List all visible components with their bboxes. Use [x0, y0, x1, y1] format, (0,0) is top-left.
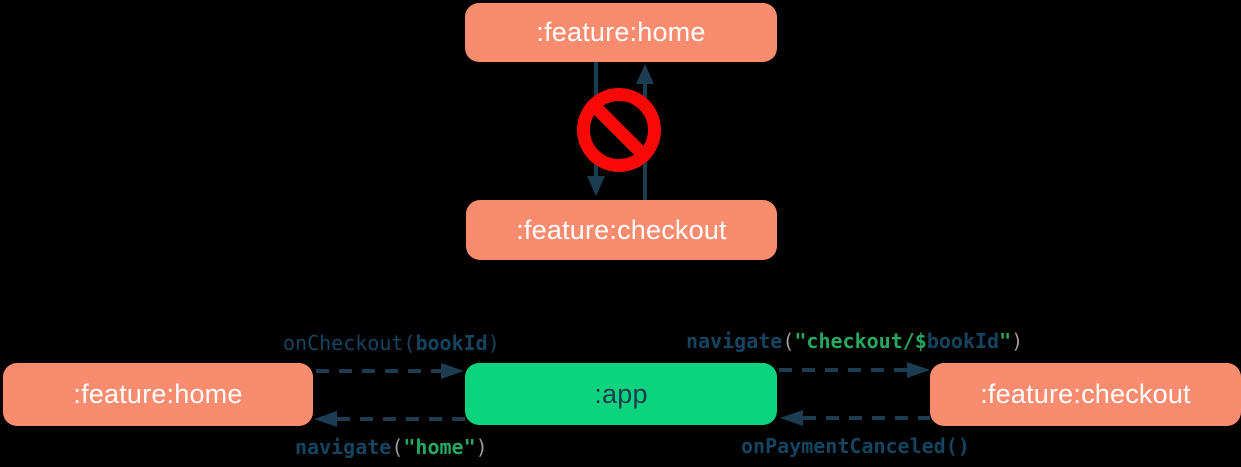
code-token: "checkout/$	[794, 329, 927, 353]
module-label: :feature:home	[73, 379, 243, 409]
label-checkout-to-app: onPaymentCanceled()	[741, 434, 970, 458]
arrow-app-to-home-line	[337, 417, 465, 421]
arrow-checkout-to-home-head	[636, 64, 654, 84]
label-app-to-checkout: navigate("checkout/$bookId")	[686, 329, 1023, 353]
code-token: )	[1011, 329, 1024, 353]
arrow-home-to-app-head	[441, 363, 464, 379]
code-token: navigate	[295, 435, 392, 459]
arrow-home-to-app-line	[316, 369, 441, 373]
arrow-home-to-checkout-head	[587, 176, 605, 196]
code-token: onCheckout(	[283, 331, 416, 355]
module-box-feature-home: :feature:home	[3, 363, 313, 426]
module-box-feature-checkout: :feature:checkout	[466, 200, 777, 260]
arrow-app-to-home-head	[314, 411, 337, 427]
label-home-to-app: onCheckout(bookId)	[283, 331, 500, 355]
module-box-feature-checkout: :feature:checkout	[930, 363, 1241, 426]
code-token: navigate	[686, 329, 783, 353]
module-box-app: :app	[465, 363, 777, 425]
code-token: bookId	[415, 331, 488, 355]
module-label: :feature:checkout	[980, 379, 1191, 409]
arrow-app-to-checkout-line	[779, 368, 907, 372]
code-token: (	[782, 329, 795, 353]
code-token: )	[475, 435, 488, 459]
module-label: :app	[594, 378, 648, 409]
code-token: bookId	[926, 329, 1000, 353]
label-app-to-home: navigate("home")	[295, 435, 488, 459]
code-token: (	[391, 435, 404, 459]
arrow-checkout-to-app-head	[780, 410, 803, 426]
module-label: :feature:checkout	[516, 214, 727, 245]
module-label: :feature:home	[536, 17, 706, 47]
arrow-checkout-to-app-line	[803, 416, 930, 420]
code-token: "home"	[403, 435, 476, 459]
code-token: "	[999, 329, 1012, 353]
code-token: )	[487, 331, 500, 355]
arrow-app-to-checkout-head	[907, 362, 930, 378]
module-box-feature-home: :feature:home	[465, 3, 777, 62]
code-token: onPaymentCanceled()	[741, 434, 970, 458]
